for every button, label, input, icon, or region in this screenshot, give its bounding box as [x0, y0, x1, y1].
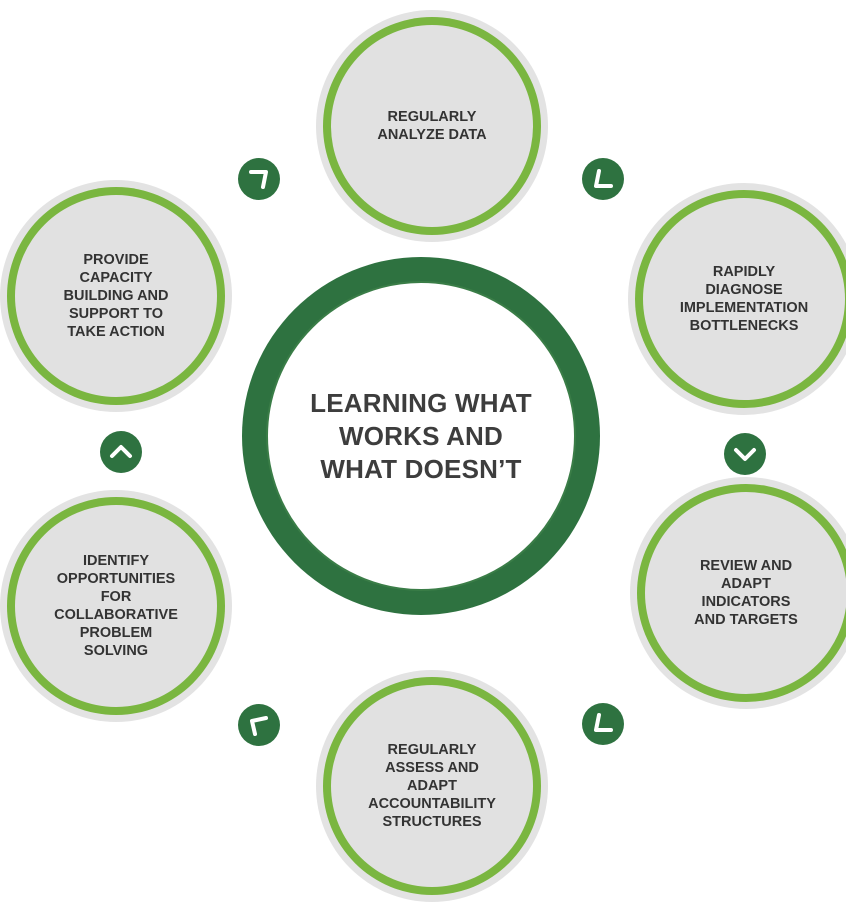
node-label: IDENTIFY OPPORTUNITIES FOR COLLABORATIVE…: [54, 553, 178, 659]
node-label: REGULARLY ASSESS AND ADAPT ACCOUNTABILIT…: [368, 742, 496, 830]
center-title: LEARNING WHAT WORKS AND WHAT DOESN’T: [310, 387, 532, 484]
node-provide-capacity: PROVIDE CAPACITY BUILDING AND SUPPORT TO…: [0, 180, 232, 412]
chevron-up-icon: [100, 431, 142, 473]
node-identify-opportunities: IDENTIFY OPPORTUNITIES FOR COLLABORATIVE…: [0, 490, 232, 722]
chevron-down-icon: [724, 433, 766, 475]
node-regularly-analyze-data: REGULARLY ANALYZE DATA: [316, 10, 548, 242]
node-label: REGULARLY ANALYZE DATA: [377, 109, 487, 143]
node-label: RAPIDLY DIAGNOSE IMPLEMENTATION BOTTLENE…: [679, 264, 809, 334]
center-circle: LEARNING WHAT WORKS AND WHAT DOESN’T: [266, 281, 576, 591]
corner-arrow-up-right-icon: [238, 704, 280, 746]
corner-arrow-down-right-icon: [238, 158, 280, 200]
corner-arrow-down-left-icon: [582, 158, 624, 200]
node-review-and-adapt: REVIEW AND ADAPT INDICATORS AND TARGETS: [630, 477, 846, 709]
corner-arrow-up-left-icon: [582, 703, 624, 745]
node-rapidly-diagnose: RAPIDLY DIAGNOSE IMPLEMENTATION BOTTLENE…: [628, 183, 846, 415]
node-label: PROVIDE CAPACITY BUILDING AND SUPPORT TO…: [63, 252, 169, 340]
node-assess-accountability: REGULARLY ASSESS AND ADAPT ACCOUNTABILIT…: [316, 670, 548, 902]
node-label: REVIEW AND ADAPT INDICATORS AND TARGETS: [694, 558, 798, 628]
